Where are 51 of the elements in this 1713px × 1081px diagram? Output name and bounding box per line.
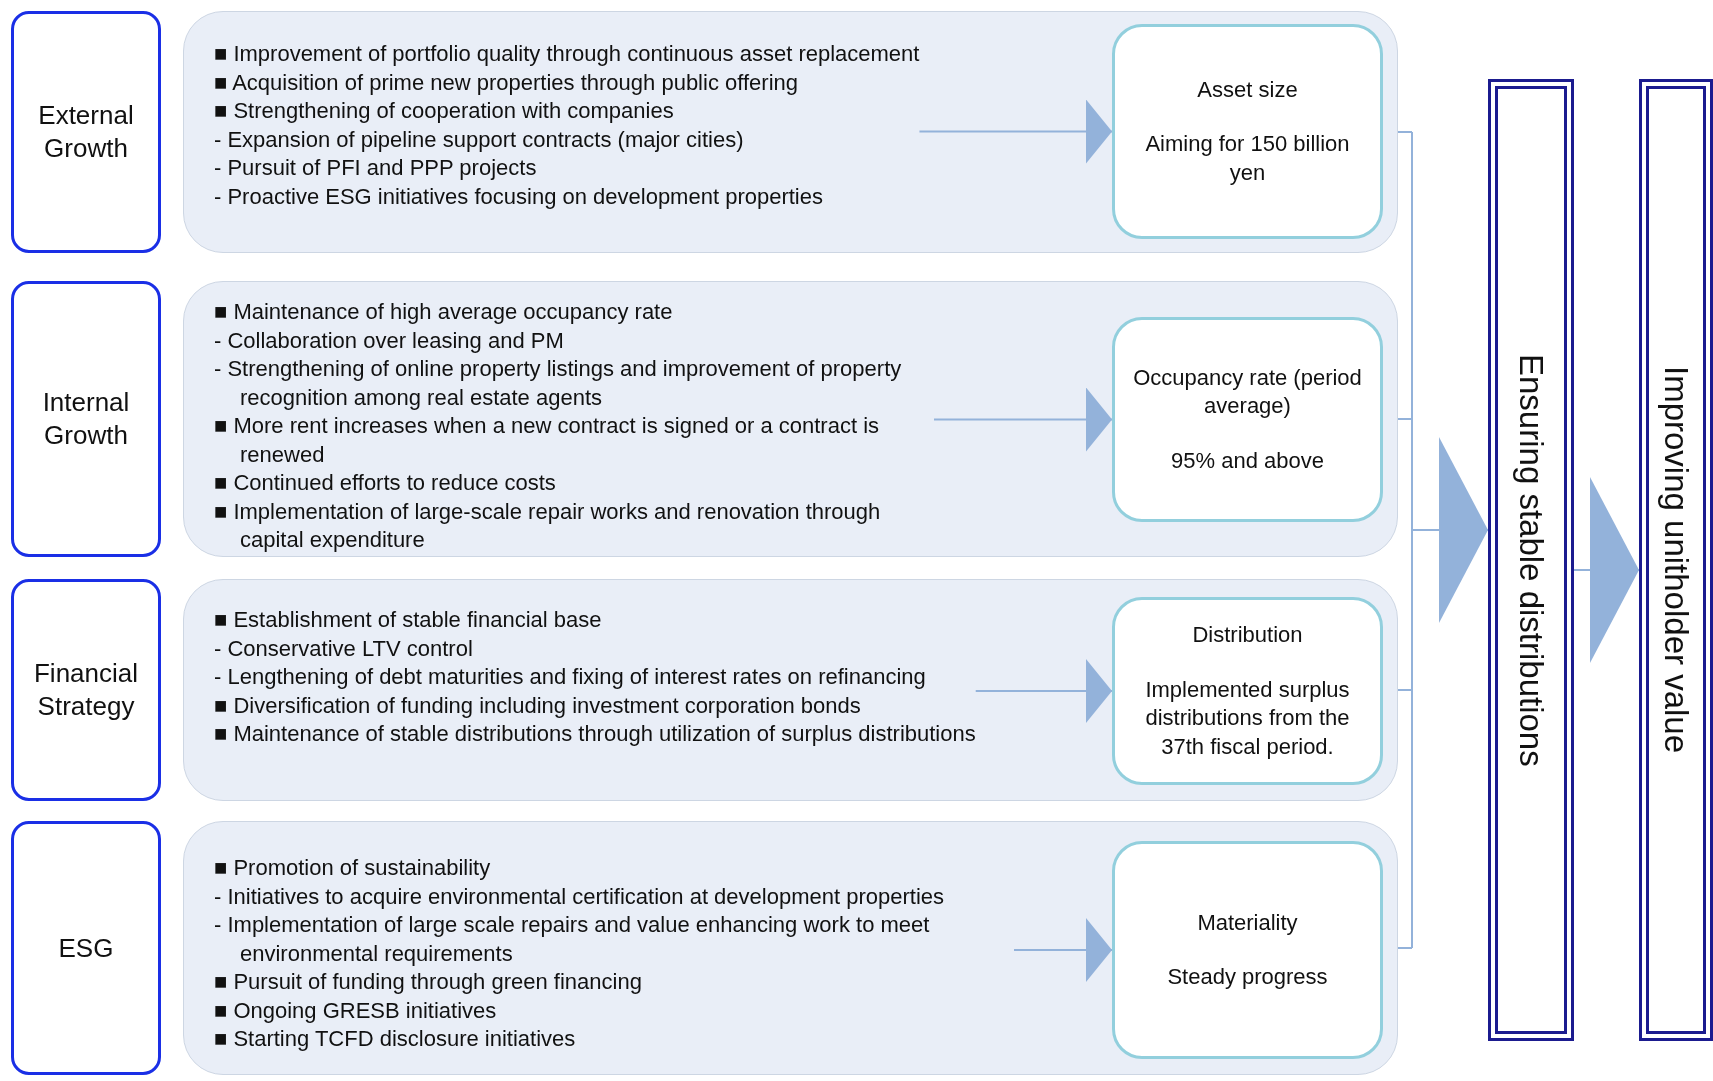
target-heading: Distribution — [1192, 621, 1303, 649]
bullet-text: - Collaboration over leasing and PM — [214, 326, 565, 355]
bullet-text: ■ Strengthening of cooperation with companies — [214, 97, 675, 125]
target-heading: Asset size — [1197, 75, 1298, 104]
target-box — [1112, 24, 1383, 239]
target-box — [1112, 841, 1383, 1059]
bullet-text: ■ Starting TCFD disclosure initiatives — [214, 1025, 577, 1053]
bullet-text: ■ Improvement of portfolio quality through continuous asset replacement — [214, 40, 920, 68]
target-heading: Materiality — [1197, 908, 1298, 937]
chevron-arrow — [1573, 477, 1640, 663]
strategy-panel — [183, 579, 1398, 801]
strategy-panel — [183, 11, 1398, 253]
bullet-text: ■ Acquisition of prime new properties through public offering — [214, 68, 799, 97]
target-value: Implemented surplus distributions from the 37th fiscal period. — [1144, 675, 1351, 761]
bullet-text: ■ Maintenance of stable distributions through utilization of surplus distributions — [214, 720, 976, 748]
bullet-text: ■ Continued efforts to reduce costs — [214, 469, 557, 497]
strategy-panel — [183, 281, 1398, 557]
target-value: 95% and above — [1171, 446, 1324, 475]
bullet-text: - Implementation of large scale repairs and value enhancing work to meet environmental requirements — [214, 911, 931, 968]
bullet-text: - Strengthening of online property listings and improvement of property recognition among real estate agents — [214, 355, 903, 412]
bullet-text: ■ Maintenance of high average occupancy rate — [214, 298, 674, 326]
bullet-text: - Pursuit of PFI and PPP projects — [214, 154, 538, 182]
bullet-text: ■ Implementation of large-scale repair works and renovation through capital expenditure — [214, 497, 882, 554]
bullet-text: - Initiatives to acquire environmental certification at development properties — [214, 882, 946, 911]
bullet-text: - Proactive ESG initiatives focusing on development properties — [214, 182, 824, 211]
strategy-panel — [183, 821, 1398, 1075]
bullet-text: ■ More rent increases when a new contract is signed or a contract is renewed — [214, 412, 881, 469]
bullet-text: ■ Promotion of sustainability — [214, 854, 492, 882]
bullet-text: ■ Diversification of funding including investment corporation bonds — [214, 691, 862, 720]
chevron-arrow — [1397, 131, 1489, 949]
target-value: Steady progress — [1167, 963, 1328, 991]
chevron-arrow — [1013, 918, 1113, 982]
target-box — [1112, 317, 1383, 522]
bullet-text: ■ Ongoing GRESB initiatives — [214, 996, 498, 1025]
bullet-text: ■ Pursuit of funding through green financing — [214, 968, 643, 996]
chevron-arrow — [933, 387, 1113, 452]
outcome-band: Ensuring stable distributions — [1488, 79, 1574, 1041]
bullet-text: - Lengthening of debt maturities and fixing of interest rates on refinancing — [214, 663, 927, 691]
chevron-arrow — [918, 99, 1113, 164]
category-box: External Growth — [11, 11, 161, 253]
bullet-text: - Conservative LTV control — [214, 634, 474, 663]
category-box: ESG — [11, 821, 161, 1075]
outcome-band: Improving unitholder value — [1639, 79, 1713, 1041]
category-box: Internal Growth — [11, 281, 161, 557]
chevron-arrow — [974, 659, 1113, 723]
bullet-text: ■ Establishment of stable financial base — [214, 606, 603, 634]
target-heading: Occupancy rate (period average) — [1132, 363, 1363, 421]
bullet-text: - Expansion of pipeline support contracts (major cities) — [214, 125, 745, 154]
category-box: Financial Strategy — [11, 579, 161, 801]
target-value: Aiming for 150 billion yen — [1144, 130, 1351, 187]
target-box — [1112, 597, 1383, 785]
